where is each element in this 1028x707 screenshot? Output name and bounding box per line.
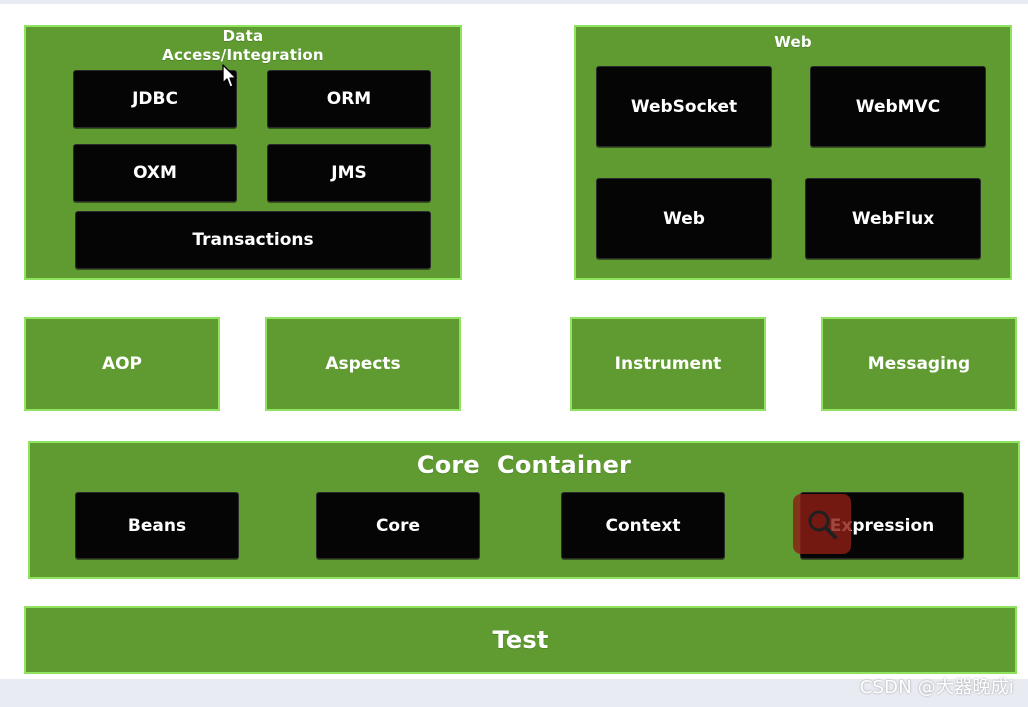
module-context: Context [561, 492, 725, 559]
web-title: Web [774, 33, 812, 51]
module-webmvc: WebMVC [810, 66, 986, 147]
data-access-integration-panel: Data Access/Integration JDBC ORM OXM JMS… [24, 25, 462, 280]
magnifier-badge[interactable] [793, 494, 851, 554]
module-beans: Beans [75, 492, 239, 559]
module-jdbc: JDBC [73, 70, 237, 128]
module-web: Web [596, 178, 772, 259]
module-core: Core [316, 492, 480, 559]
module-aspects: Aspects [265, 317, 461, 411]
magnifier-icon [808, 510, 837, 539]
module-jms: JMS [267, 144, 431, 202]
module-instrument: Instrument [570, 317, 766, 411]
data-access-integration-title: Data Access/Integration [26, 27, 460, 65]
mouse-cursor-icon [222, 64, 240, 88]
module-transactions: Transactions [75, 211, 431, 269]
core-container-panel: Core Container Beans Core Context Expres… [28, 441, 1020, 579]
test-title: Test [492, 626, 549, 654]
core-container-title: Core Container [416, 451, 632, 479]
module-websocket: WebSocket [596, 66, 772, 147]
data-access-title-line2: Access/Integration [162, 46, 324, 64]
module-webflux: WebFlux [805, 178, 981, 259]
module-oxm: OXM [73, 144, 237, 202]
test-panel: Test [24, 606, 1017, 674]
top-band [0, 0, 1028, 4]
web-panel: Web WebSocket WebMVC Web WebFlux [574, 25, 1012, 280]
csdn-watermark: CSDN @大器晚成i [859, 677, 1014, 698]
module-orm: ORM [267, 70, 431, 128]
module-aop: AOP [24, 317, 220, 411]
data-access-title-line1: Data [222, 27, 264, 45]
module-messaging: Messaging [821, 317, 1017, 411]
bottom-band [0, 679, 1028, 707]
